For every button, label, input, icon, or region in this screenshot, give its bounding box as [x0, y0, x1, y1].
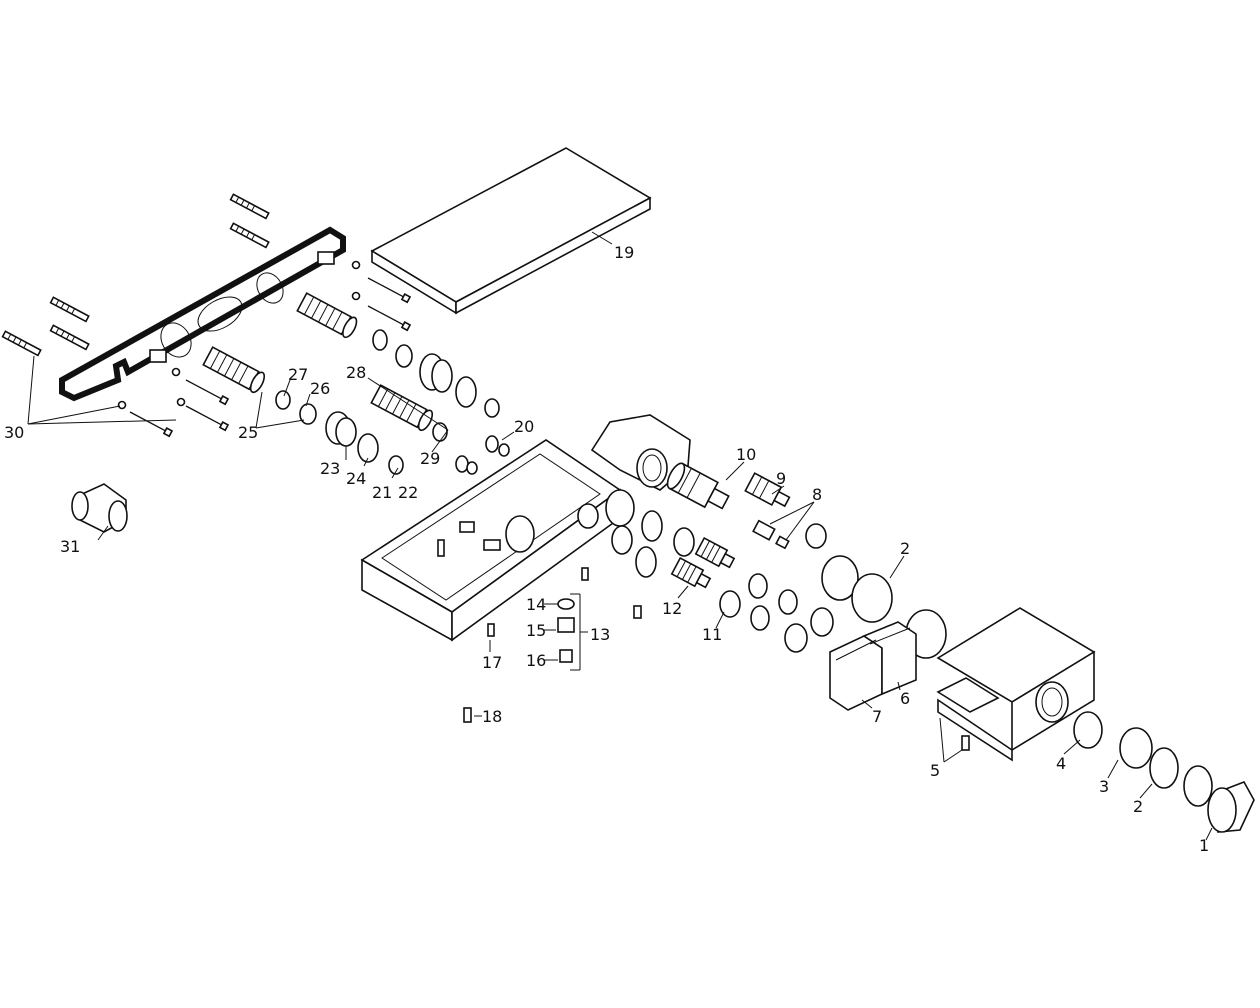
housing-drawing — [936, 607, 1096, 762]
part-label-30: 30 — [4, 423, 24, 442]
sleeve-drawing — [71, 483, 128, 533]
part-label-7: 7 — [872, 707, 882, 726]
part-label-18: 18 — [482, 707, 502, 726]
part-label-2: 2 — [1133, 797, 1143, 816]
part-label-26: 26 — [310, 379, 330, 398]
part-label-14: 14 — [526, 595, 546, 614]
part-label-27: 27 — [288, 365, 308, 384]
part-label-29: 29 — [420, 449, 440, 468]
handles-drawing — [829, 621, 917, 711]
leader-lines — [27, 231, 1213, 841]
part-label-12: 12 — [662, 599, 682, 618]
part-label-15: 15 — [526, 621, 546, 640]
screws-drawing — [117, 260, 412, 438]
part-label-5: 5 — [930, 761, 940, 780]
part-label-16: 16 — [526, 651, 546, 670]
part-label-21: 21 — [372, 483, 392, 502]
part-label-13: 13 — [590, 625, 610, 644]
part-label-17: 17 — [482, 653, 502, 672]
part-label-1: 1 — [1199, 836, 1209, 855]
part-label-8: 8 — [812, 485, 822, 504]
anchor-bolts-drawing — [1, 193, 270, 357]
valve-body-drawing — [360, 414, 691, 642]
part-label-2: 2 — [900, 539, 910, 558]
part-label-4: 4 — [1056, 754, 1066, 773]
knob-drawing — [1073, 711, 1255, 833]
part-label-28: 28 — [346, 363, 366, 382]
hoses-drawing — [202, 292, 434, 432]
cover-plate-drawing — [370, 147, 652, 315]
fittings-drawing — [275, 329, 510, 475]
part-label-6: 6 — [900, 689, 910, 708]
cartridges-drawing — [666, 462, 791, 589]
mounting-frame-drawing — [59, 226, 346, 402]
part-label-25: 25 — [238, 423, 258, 442]
rings-drawing — [611, 510, 947, 659]
part-label-3: 3 — [1099, 777, 1109, 796]
part-label-11: 11 — [702, 625, 722, 644]
part-label-31: 31 — [60, 537, 80, 556]
part-label-22: 22 — [398, 483, 418, 502]
part-label-10: 10 — [736, 445, 756, 464]
part-labels: 1 2 2 3 4 5 6 7 8 9 10 11 12 13 14 15 16… — [4, 243, 1209, 855]
part-label-9: 9 — [776, 469, 786, 488]
small-screws-drawing — [463, 567, 970, 751]
part-label-24: 24 — [346, 469, 366, 488]
part-label-19: 19 — [614, 243, 634, 262]
part-label-23: 23 — [320, 459, 340, 478]
part-label-20: 20 — [514, 417, 534, 436]
